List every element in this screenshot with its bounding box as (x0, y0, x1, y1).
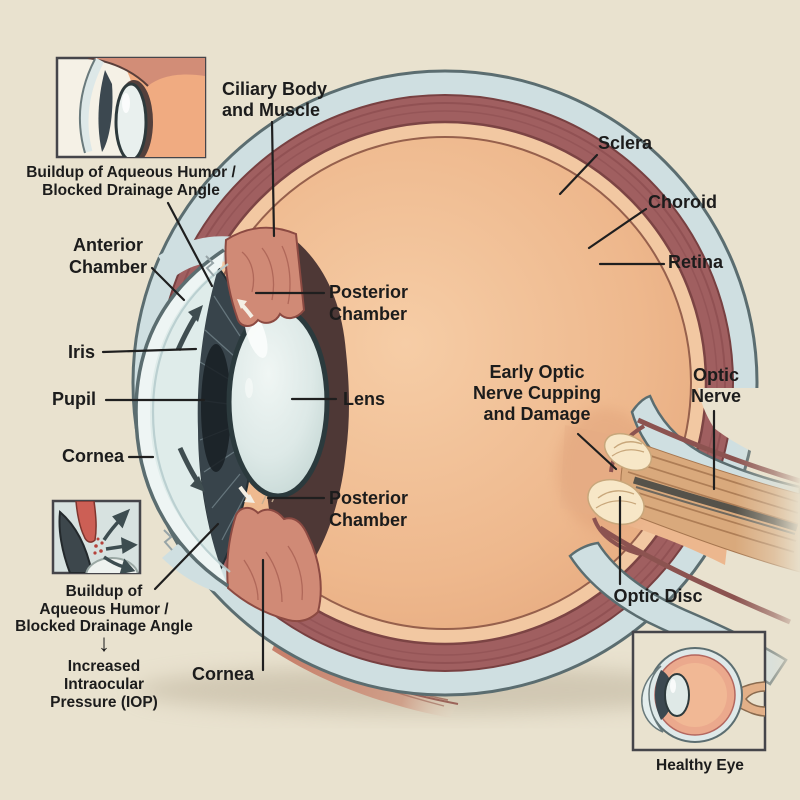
optic-disc-cupping (587, 424, 653, 556)
down-arrow-icon: ↓ (98, 630, 110, 657)
anterior-segment (134, 226, 349, 623)
inset-blocked-angle-top (55, 56, 207, 159)
ciliary-body-bottom (226, 507, 322, 623)
posterior-flow-arrow-bottom (238, 485, 255, 503)
label-pupil: Pupil (52, 389, 96, 409)
label-choroid: Choroid (648, 192, 717, 212)
caption-healthy-eye: Healthy Eye (656, 757, 744, 774)
cornea-band (136, 250, 228, 586)
inset-blocked-angle-bottom (51, 499, 142, 575)
posterior-flow-arrow-top (237, 299, 254, 319)
blocked-angle-spark-bottom (163, 529, 173, 551)
pupil-opening (201, 344, 231, 472)
aqueous-flow-arrow-down (177, 446, 205, 492)
label-retina: Retina (668, 252, 724, 272)
label-sclera: Sclera (598, 133, 653, 153)
caption-inset-top-left: Buildup of Aqueous Humor /Blocked Draina… (26, 164, 236, 199)
aqueous-flow-arrow-up (175, 305, 203, 352)
leader-lines (101, 120, 716, 672)
inset-healthy-eye (631, 630, 767, 752)
label-optic-disc: Optic Disc (613, 586, 703, 606)
label-iris: Iris (68, 342, 96, 362)
ciliary-body-top (224, 226, 306, 327)
blocked-angle-spark-top (205, 255, 215, 277)
label-cornea-left: Cornea (62, 446, 125, 466)
label-lens: Lens (343, 389, 386, 409)
lens-body (226, 305, 330, 499)
label-cornea-bottom: Cornea (192, 664, 255, 684)
limbus-patch-top (158, 236, 240, 278)
